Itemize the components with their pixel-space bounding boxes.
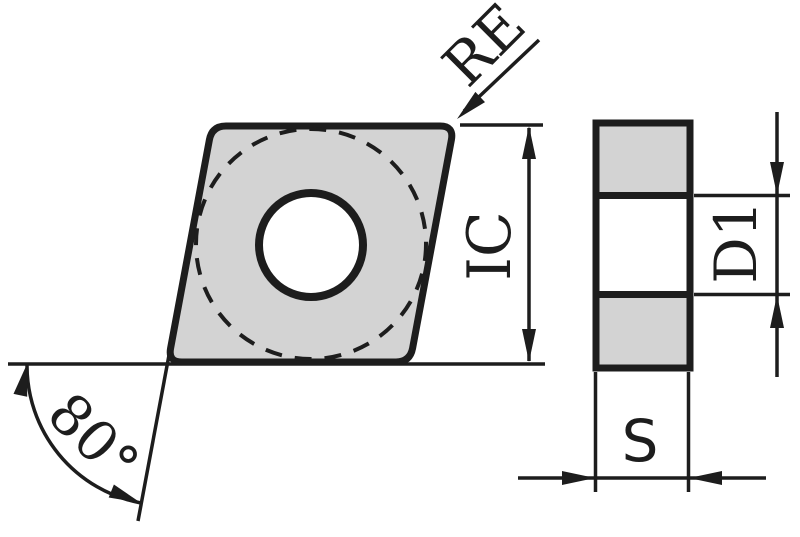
d1-arrow-up-icon (770, 295, 784, 328)
side-outline (592, 119, 694, 372)
d1-arrow-down-icon (770, 162, 784, 195)
s-arrow-left-icon (689, 471, 722, 485)
re-label: RE (430, 0, 539, 99)
side-bottom-section (596, 294, 690, 368)
s-label: S (622, 407, 659, 475)
side-view: D1 S (518, 112, 790, 492)
front-view: IC RE 80° (8, 0, 545, 522)
side-top-section (596, 123, 690, 196)
s-arrow-right-icon (562, 471, 595, 485)
ic-arrow-up-icon (522, 126, 536, 159)
re-arrow-icon (457, 91, 485, 119)
angle-arc-arrow-bottom-icon (108, 484, 141, 503)
ic-label: IC (455, 211, 525, 281)
inscribed-circle-dashed (194, 127, 428, 361)
center-hole (255, 189, 367, 301)
angle-label: 80° (35, 381, 151, 497)
d1-label: D1 (702, 200, 770, 283)
ic-arrow-down-icon (522, 329, 536, 362)
angle-arc-arrow-top-icon (13, 364, 28, 397)
